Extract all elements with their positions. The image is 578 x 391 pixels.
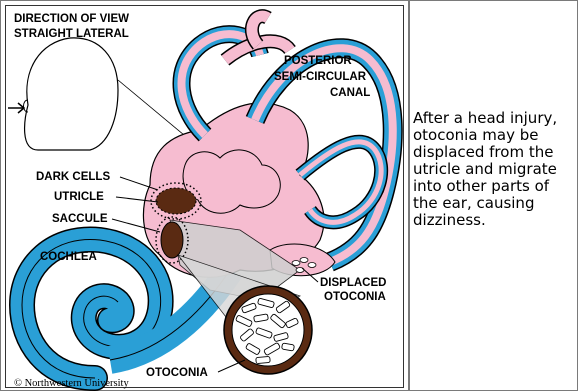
label-saccule: SACCULE xyxy=(52,213,108,225)
label-otoconia: OTOCONIA xyxy=(146,367,208,379)
label-dark-cells: DARK CELLS xyxy=(36,171,110,183)
otoconia-magnifier xyxy=(224,286,312,374)
label-displaced-line1: DISPLACED xyxy=(320,277,386,289)
label-posterior-line3: CANAL xyxy=(330,87,370,99)
label-posterior-line1: POSTERIOR xyxy=(284,55,352,67)
label-cochlea: COCHLEA xyxy=(40,251,97,263)
label-direction-line1: DIRECTION OF VIEW xyxy=(14,13,129,25)
utricle-shape xyxy=(156,188,196,214)
label-posterior-line2: SEMI-CIRCULAR xyxy=(274,71,367,83)
caption-text: After a head injury, otoconia may be dis… xyxy=(413,110,573,229)
label-direction-line2: STRAIGHT LATERAL xyxy=(14,28,129,40)
label-utricle: UTRICLE xyxy=(54,191,104,203)
saccule-shape xyxy=(161,222,183,258)
copyright-notice: © Northwestern University xyxy=(14,378,129,389)
head-outline xyxy=(25,38,118,150)
direction-arrow-icon xyxy=(8,103,24,113)
label-displaced-line2: OTOCONIA xyxy=(324,291,386,303)
